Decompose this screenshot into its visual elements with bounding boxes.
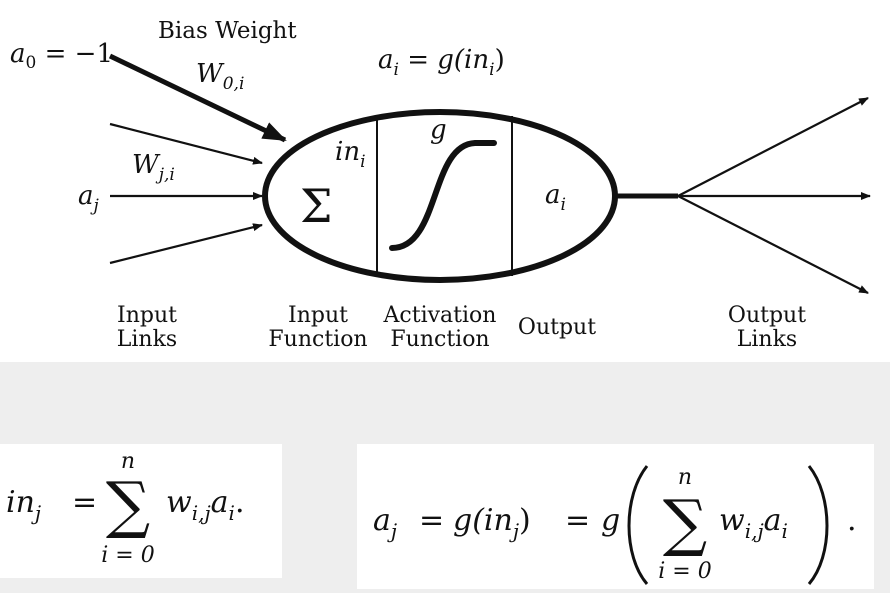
output-label: Output (518, 315, 596, 340)
input-function-formula: inj = n ∑ i = 0 wi,jai. (0, 444, 282, 578)
activation-formula: ai = g(ini) (378, 45, 505, 80)
svg-text:aj: aj (373, 503, 397, 543)
w0i-label: W0,i (196, 59, 244, 94)
svg-text:g(inj): g(inj) (453, 503, 531, 543)
svg-text:wi,jai: wi,jai (719, 503, 788, 543)
svg-text:∑: ∑ (663, 486, 707, 559)
svg-text:i = 0: i = 0 (101, 543, 154, 568)
neuron-diagram-panel: Bias Weight a0 = −1 W0,i Wj,i aj ai = g(… (0, 0, 890, 362)
wji-label: Wj,i (132, 150, 175, 185)
right-paren (807, 465, 829, 585)
sigma-symbol: Σ (300, 179, 333, 233)
g-label: g (430, 115, 447, 145)
svg-text:n: n (678, 465, 692, 490)
svg-text:=: = (419, 503, 444, 538)
output-ai-label: ai (545, 180, 566, 215)
input-sum-label: ini (335, 137, 366, 172)
svg-text:g: g (601, 503, 620, 538)
bias-weight-label: Bias Weight (158, 18, 297, 44)
output-arrow-lower (677, 195, 869, 294)
left-paren (627, 465, 649, 585)
input-function-formula-svg: inj = n ∑ i = 0 wi,jai. (6, 449, 245, 568)
a0-label: a0 = −1 (10, 39, 113, 73)
svg-text:=: = (72, 485, 97, 520)
activation-function-formula-svg: aj = g(inj) = g n ∑ i = 0 wi,jai . (373, 465, 857, 585)
neuron-diagram: Bias Weight a0 = −1 W0,i Wj,i aj ai = g(… (10, 18, 871, 352)
aj-label: aj (78, 181, 100, 216)
svg-text:.: . (847, 503, 857, 538)
svg-text:n: n (121, 449, 135, 474)
svg-text:wi,jai.: wi,jai. (166, 485, 245, 525)
svg-text:inj: inj (6, 485, 41, 525)
svg-text:i = 0: i = 0 (658, 559, 711, 584)
activation-function-formula: aj = g(inj) = g n ∑ i = 0 wi,jai . (357, 444, 874, 589)
input-arrow-upper (109, 122, 263, 165)
input-arrow-lower (109, 223, 263, 265)
svg-text:=: = (565, 503, 590, 538)
bias-input-arrow (108, 53, 287, 143)
output-arrow-upper (677, 97, 869, 197)
sigmoid-curve (389, 140, 497, 251)
svg-text:∑: ∑ (106, 468, 150, 541)
